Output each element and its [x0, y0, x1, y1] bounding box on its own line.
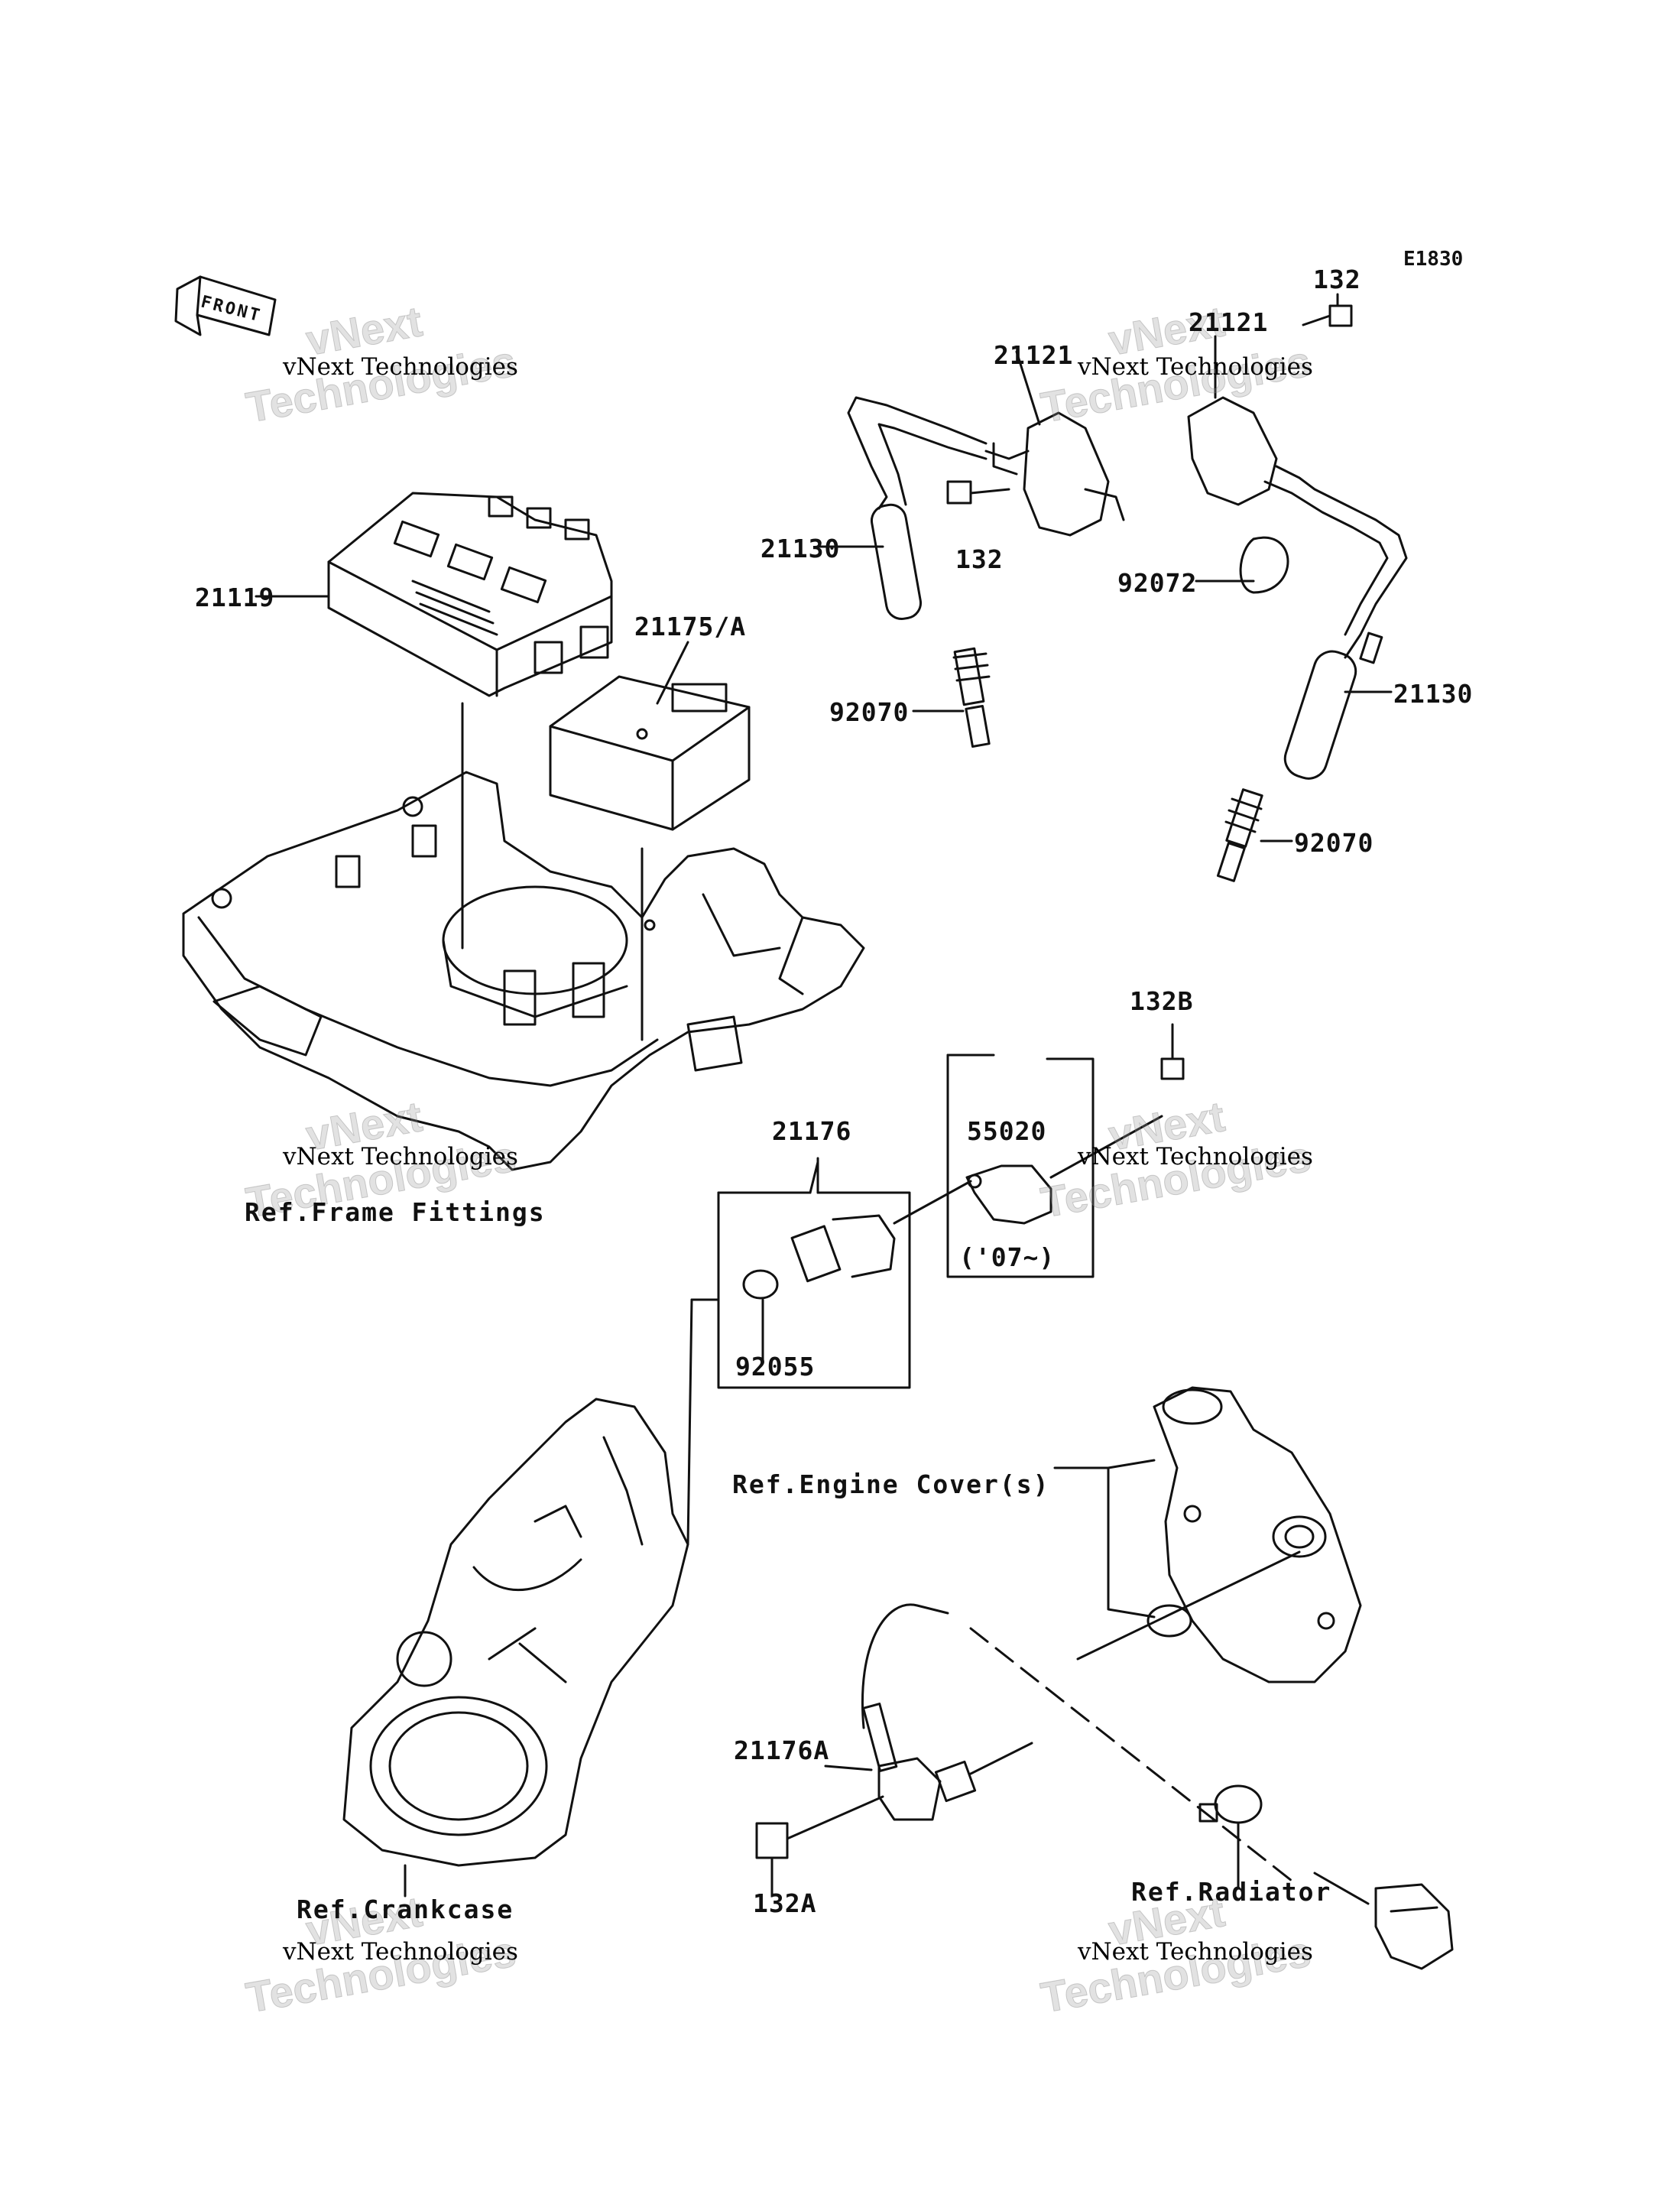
part-label-92070-left[interactable]: 92070	[829, 697, 910, 727]
watermark-line-3: vNext Technologies	[283, 1143, 518, 1170]
part-label-132b[interactable]: 132B	[1130, 986, 1194, 1016]
wire-connector-shape	[1313, 1872, 1454, 1970]
part-label-132a[interactable]: 132A	[753, 1888, 817, 1918]
part-label-21175a[interactable]: 21175/A	[634, 612, 747, 641]
ref-radiator[interactable]: Ref.Radiator	[1131, 1877, 1332, 1907]
part-label-21176a[interactable]: 21176A	[734, 1735, 830, 1765]
diagram-code: E1830	[1403, 248, 1464, 271]
part-label-55020[interactable]: 55020	[967, 1116, 1047, 1146]
part-label-07: ('07~)	[959, 1242, 1056, 1272]
relay-module-shape	[549, 675, 751, 831]
watermark-line-6: vNext Technologies	[1078, 1938, 1313, 1966]
part-label-132-top[interactable]: 132	[1313, 265, 1361, 294]
bolt-132-top-shape	[1302, 304, 1353, 327]
ref-crankcase[interactable]: Ref.Crankcase	[297, 1894, 514, 1924]
part-label-92070-right[interactable]: 92070	[1294, 828, 1374, 858]
part-label-92055[interactable]: 92055	[735, 1352, 816, 1381]
spark-plug-right-shape	[1216, 788, 1263, 882]
part-label-21119[interactable]: 21119	[195, 583, 275, 612]
engine-cover-shape	[1153, 1386, 1362, 1683]
spark-plug-left-shape	[952, 647, 991, 748]
part-label-21130-left[interactable]: 21130	[761, 534, 841, 563]
watermark-line-4: vNext Technologies	[1078, 1143, 1313, 1170]
watermark-line-5: vNext Technologies	[283, 1938, 518, 1966]
ref-frame-fittings[interactable]: Ref.Frame Fittings	[245, 1197, 546, 1227]
o-ring-engine-cover-shape	[1146, 1604, 1192, 1638]
part-label-132-mid[interactable]: 132	[955, 544, 1004, 574]
part-label-21121-left[interactable]: 21121	[994, 340, 1074, 370]
watermark-line-1: vNext Technologies	[283, 353, 518, 381]
watermark-line-2: vNext Technologies	[1078, 353, 1313, 381]
frame-bracket-shape	[182, 771, 865, 1171]
bolt-132a-shape	[755, 1795, 884, 1898]
clamp-92072-shape	[1195, 536, 1289, 594]
part-label-92072[interactable]: 92072	[1117, 568, 1198, 598]
ignition-coil-left-shape	[847, 396, 1125, 621]
bracket-55020-shape	[946, 1054, 1163, 1278]
bolt-132-mid-shape	[946, 480, 1010, 505]
temp-sensor-21176a-shape	[861, 1603, 1033, 1821]
ecu-unit-shape	[327, 492, 613, 697]
bolt-132b-shape	[1160, 1023, 1185, 1080]
ignition-coil-right-shape	[1187, 396, 1408, 780]
crankcase-shape	[342, 1398, 689, 1867]
sensor-21176-shape	[717, 1157, 972, 1389]
part-label-21176[interactable]: 21176	[772, 1116, 852, 1146]
part-label-21121-right[interactable]: 21121	[1189, 307, 1269, 337]
ref-engine-covers[interactable]: Ref.Engine Cover(s)	[732, 1469, 1050, 1499]
part-label-21130-right[interactable]: 21130	[1393, 679, 1474, 709]
front-arrow-icon	[174, 275, 277, 336]
